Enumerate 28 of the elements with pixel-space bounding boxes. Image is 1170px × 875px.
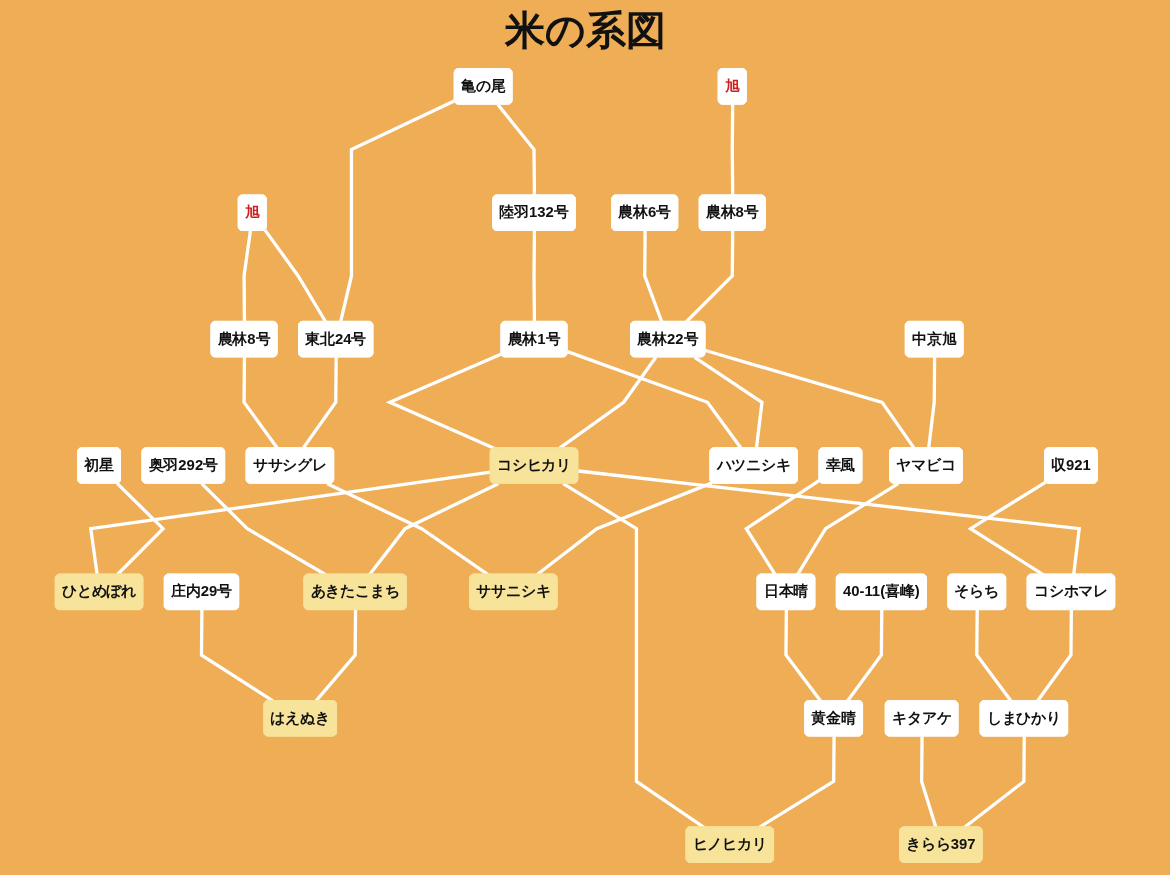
connector [685, 230, 735, 323]
connector [693, 355, 764, 449]
connector [730, 104, 735, 196]
connector [643, 230, 664, 323]
connector [326, 482, 489, 576]
connector [927, 357, 937, 449]
connector [967, 480, 1047, 576]
connector [975, 610, 1013, 702]
connector [536, 481, 713, 576]
connector [338, 99, 456, 323]
connector [920, 736, 938, 828]
diagram-title: 米の系図 [504, 7, 666, 54]
connector [784, 610, 822, 702]
connector [368, 482, 499, 576]
connector [846, 610, 884, 702]
connector [796, 482, 900, 576]
connector [496, 103, 537, 196]
connector [116, 482, 166, 576]
connector [578, 469, 1082, 575]
connector [242, 230, 253, 322]
connector [532, 230, 537, 322]
connector [314, 610, 358, 702]
connector [744, 478, 821, 576]
connector [1036, 610, 1073, 702]
connector [200, 482, 327, 576]
connector [385, 352, 503, 450]
connector [88, 470, 491, 575]
connector [263, 229, 327, 323]
